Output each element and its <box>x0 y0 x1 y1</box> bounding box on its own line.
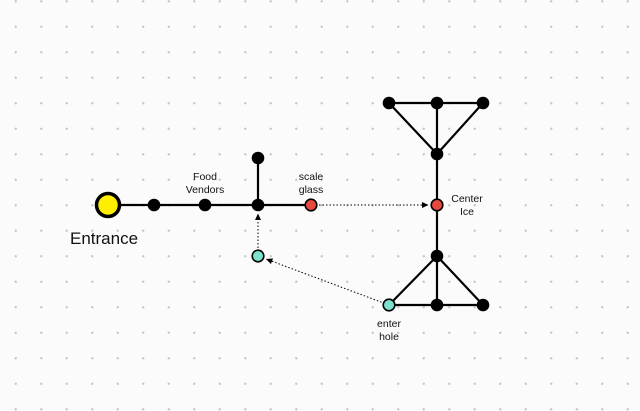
edge-upper-apex-upper-left <box>388 102 438 155</box>
food-vendors-label-line2: Vendors <box>186 184 225 196</box>
food-vendors-label-line1: Food <box>193 171 217 183</box>
node-exit-portal[interactable] <box>251 249 265 263</box>
edge-upper-apex-upper-right <box>436 102 484 155</box>
node-scale-glass[interactable] <box>304 198 318 212</box>
enter-hole-label-line2: hole <box>379 331 399 343</box>
node-junction[interactable] <box>251 198 265 212</box>
node-upper-right[interactable] <box>476 96 490 110</box>
center-ice-label-line1: Center <box>451 193 483 205</box>
dotted-arrow-enter-hole-to-exit-portal <box>265 258 382 303</box>
edge-lower-apex-enter-hole <box>388 255 438 306</box>
node-entrance[interactable] <box>94 191 122 219</box>
node-enter-hole[interactable] <box>382 298 396 312</box>
nodes-layer <box>94 96 490 312</box>
edges-layer <box>108 101 484 307</box>
node-upper-apex[interactable] <box>430 147 444 161</box>
node-lower-apex[interactable] <box>430 249 444 263</box>
node-upper-left[interactable] <box>382 96 396 110</box>
center-ice-label-line2: Ice <box>460 206 474 218</box>
node-junction-top[interactable] <box>251 151 265 165</box>
node-lower-mid[interactable] <box>430 298 444 312</box>
node-n1[interactable] <box>147 198 161 212</box>
scale-glass-label-line1: scale <box>299 171 324 183</box>
node-upper-mid[interactable] <box>430 96 444 110</box>
node-lower-right[interactable] <box>476 298 490 312</box>
scale-glass-label-line2: glass <box>299 184 324 196</box>
node-center-ice[interactable] <box>430 198 444 212</box>
edge-lower-apex-lower-right <box>436 255 484 306</box>
labels-layer: Entrance Food Vendors scale glass Center… <box>70 171 483 343</box>
node-food[interactable] <box>198 198 212 212</box>
entrance-label: Entrance <box>70 229 138 248</box>
enter-hole-label-line1: enter <box>377 318 401 330</box>
